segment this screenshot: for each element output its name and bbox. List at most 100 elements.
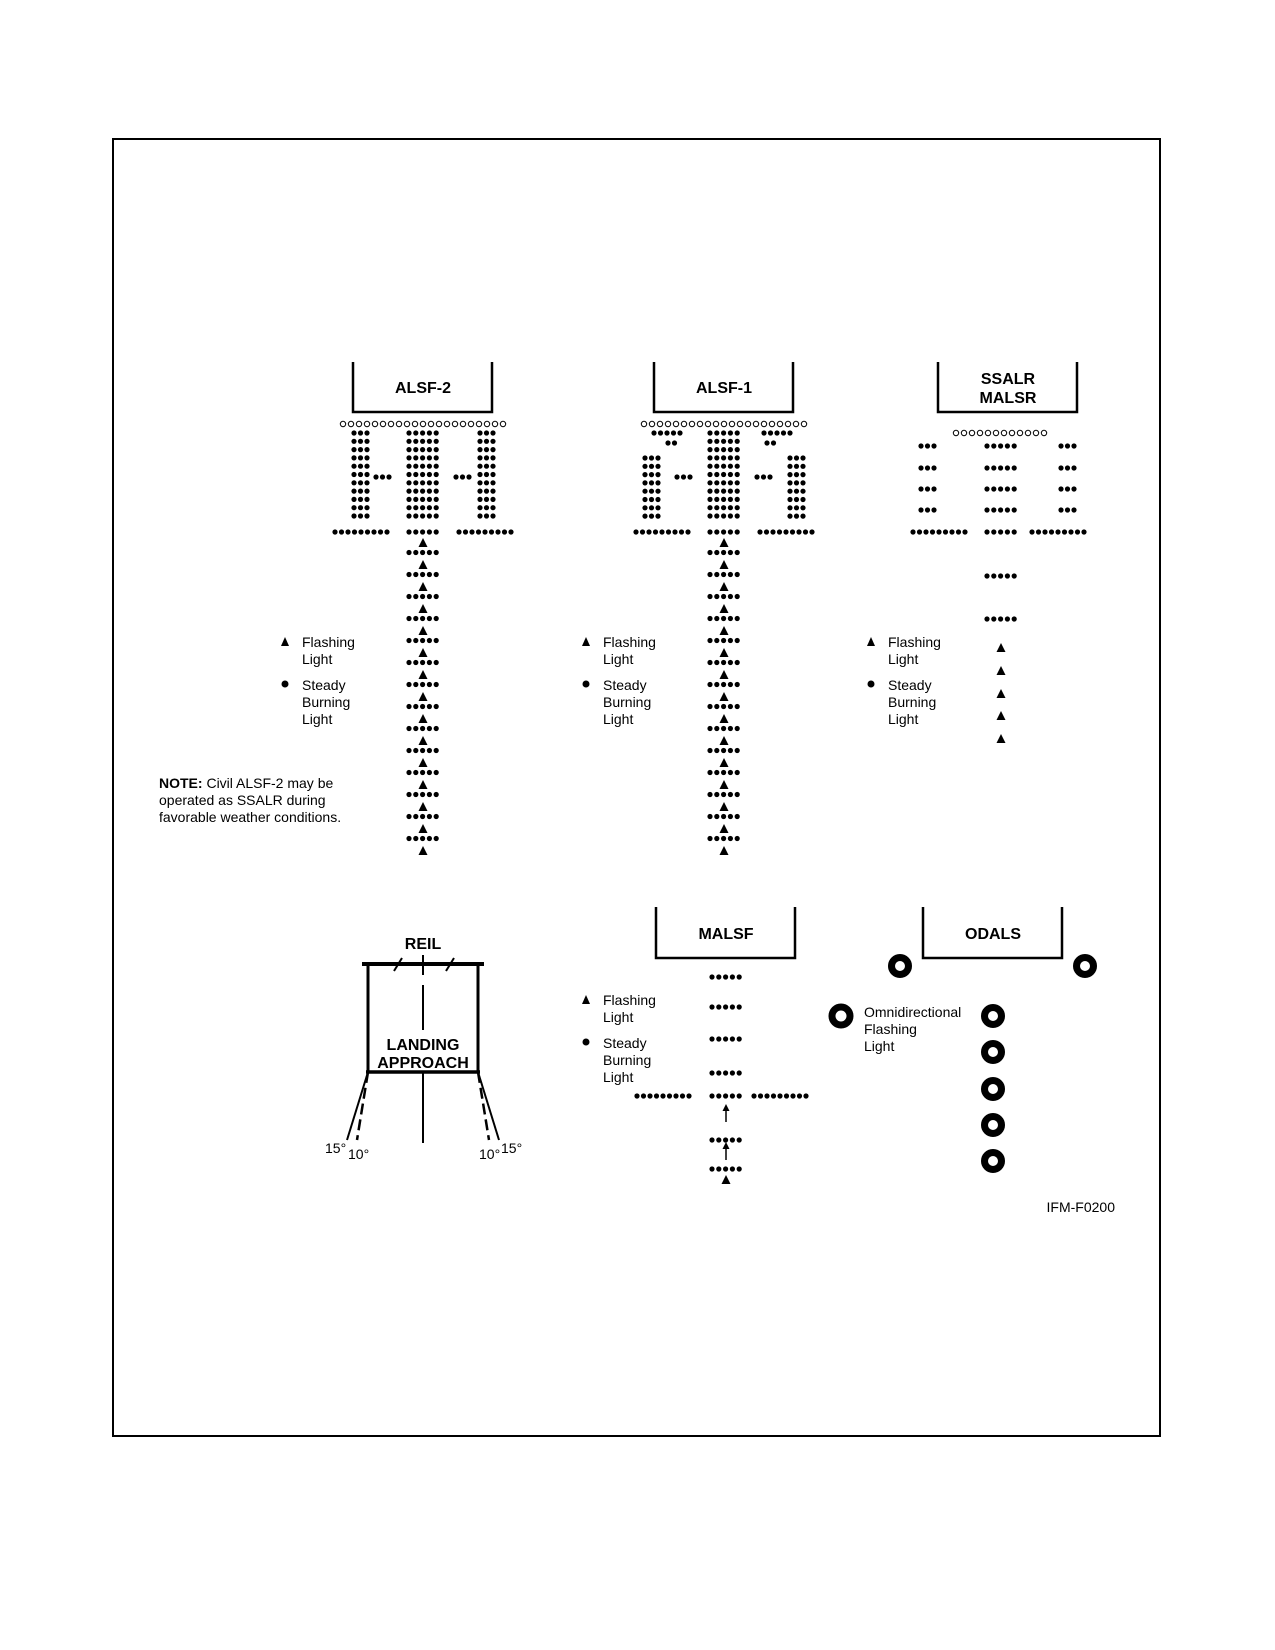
- malsf-diagram: MALSF Flashing Light Steady Burning Ligh…: [582, 907, 809, 1184]
- threshold-light: [952, 429, 960, 437]
- steady-light: [709, 1036, 715, 1042]
- steady-light: [648, 455, 655, 461]
- reil-break-mark: [445, 957, 455, 972]
- alsf1-diagram: ALSF-1 Flashing Light Steady Burning Lig…: [582, 362, 815, 855]
- steady-light: [709, 1093, 715, 1099]
- steady-light: [721, 681, 727, 688]
- steady-light: [648, 496, 655, 503]
- steady-light: [642, 496, 648, 503]
- steady-light: [477, 447, 483, 453]
- steady-light: [754, 474, 760, 480]
- steady-light: [420, 791, 426, 798]
- threshold-light: [371, 420, 379, 428]
- steady-light: [420, 835, 426, 842]
- steady-light: [406, 513, 412, 519]
- steady-light: [787, 472, 793, 478]
- alsf2-title-box: [351, 362, 494, 414]
- steady-light: [357, 438, 364, 444]
- legend-flashing-label: Flashing: [603, 992, 656, 1008]
- steady-light: [413, 505, 419, 511]
- steady-light: [800, 480, 806, 486]
- steady-light: [716, 1004, 722, 1010]
- steady-light: [426, 703, 432, 710]
- steady-light: [707, 455, 713, 461]
- steady-light: [727, 637, 734, 644]
- steady-light: [678, 529, 685, 535]
- steady-light: [714, 813, 720, 820]
- steady-light: [680, 474, 687, 480]
- steady-light: [413, 471, 419, 478]
- steady-light: [714, 769, 720, 776]
- steady-light: [364, 455, 370, 461]
- steady-light: [707, 430, 713, 436]
- steady-light: [357, 513, 364, 519]
- steady-light: [670, 430, 677, 436]
- steady-light: [734, 593, 740, 600]
- flashing-light: [418, 824, 428, 833]
- steady-light: [647, 1093, 653, 1099]
- steady-light: [721, 496, 727, 502]
- steady-light: [648, 472, 655, 478]
- steady-light: [420, 480, 426, 486]
- steady-light: [655, 496, 661, 503]
- threshold-light: [696, 420, 704, 428]
- steady-light: [653, 1093, 660, 1099]
- flashing-light: [418, 604, 428, 613]
- steady-light: [721, 725, 727, 732]
- steady-light: [729, 1137, 736, 1143]
- steady-light: [406, 496, 412, 502]
- flashing-light: [418, 736, 428, 745]
- steady-light: [433, 571, 439, 578]
- legend-steady-label: Burning: [603, 1052, 651, 1068]
- threshold-light: [784, 420, 792, 428]
- steady-light: [727, 769, 734, 776]
- steady-light: [998, 465, 1004, 471]
- steady-light: [433, 488, 439, 494]
- steady-light: [714, 513, 720, 519]
- steady-light: [714, 571, 720, 578]
- threshold-light: [640, 420, 648, 428]
- steady-light: [707, 659, 713, 666]
- steady-light: [413, 725, 419, 732]
- steady-light: [714, 637, 720, 644]
- steady-light: [707, 791, 713, 798]
- steady-light: [420, 659, 426, 666]
- steady-light: [918, 465, 924, 471]
- threshold-light: [427, 420, 435, 428]
- steady-light: [364, 529, 371, 535]
- steady-light: [1004, 616, 1011, 622]
- steady-light: [357, 471, 364, 478]
- steady-light: [358, 529, 364, 535]
- steady-light: [642, 505, 648, 511]
- steady-light: [736, 1093, 742, 1099]
- odals-title-box: [921, 907, 1064, 960]
- steady-light: [483, 447, 490, 453]
- steady-light: [776, 529, 783, 535]
- steady-light: [490, 447, 496, 453]
- steady-light: [721, 430, 727, 436]
- steady-light: [665, 440, 671, 446]
- odals-lights: [888, 954, 1097, 1173]
- steady-light: [764, 440, 770, 446]
- steady-light: [1011, 529, 1017, 535]
- steady-light: [962, 529, 968, 535]
- steady-light: [483, 488, 490, 494]
- steady-light: [1011, 465, 1017, 471]
- steady-light: [780, 430, 787, 436]
- steady-light: [716, 1070, 722, 1076]
- steady-light: [406, 791, 412, 798]
- steady-light: [406, 505, 412, 511]
- steady-light: [351, 496, 357, 502]
- steady-light: [433, 659, 439, 666]
- odals-title: ODALS: [965, 926, 1021, 943]
- threshold-light: [435, 420, 443, 428]
- steady-light: [364, 488, 370, 494]
- alsf2-legend: Flashing Light Steady Burning Light: [281, 634, 355, 727]
- steady-light: [477, 430, 483, 436]
- steady-light: [477, 480, 483, 486]
- steady-light: [413, 637, 419, 644]
- steady-light: [991, 507, 997, 513]
- steady-light: [727, 791, 734, 798]
- steady-light: [729, 1166, 736, 1172]
- threshold-light: [736, 420, 744, 428]
